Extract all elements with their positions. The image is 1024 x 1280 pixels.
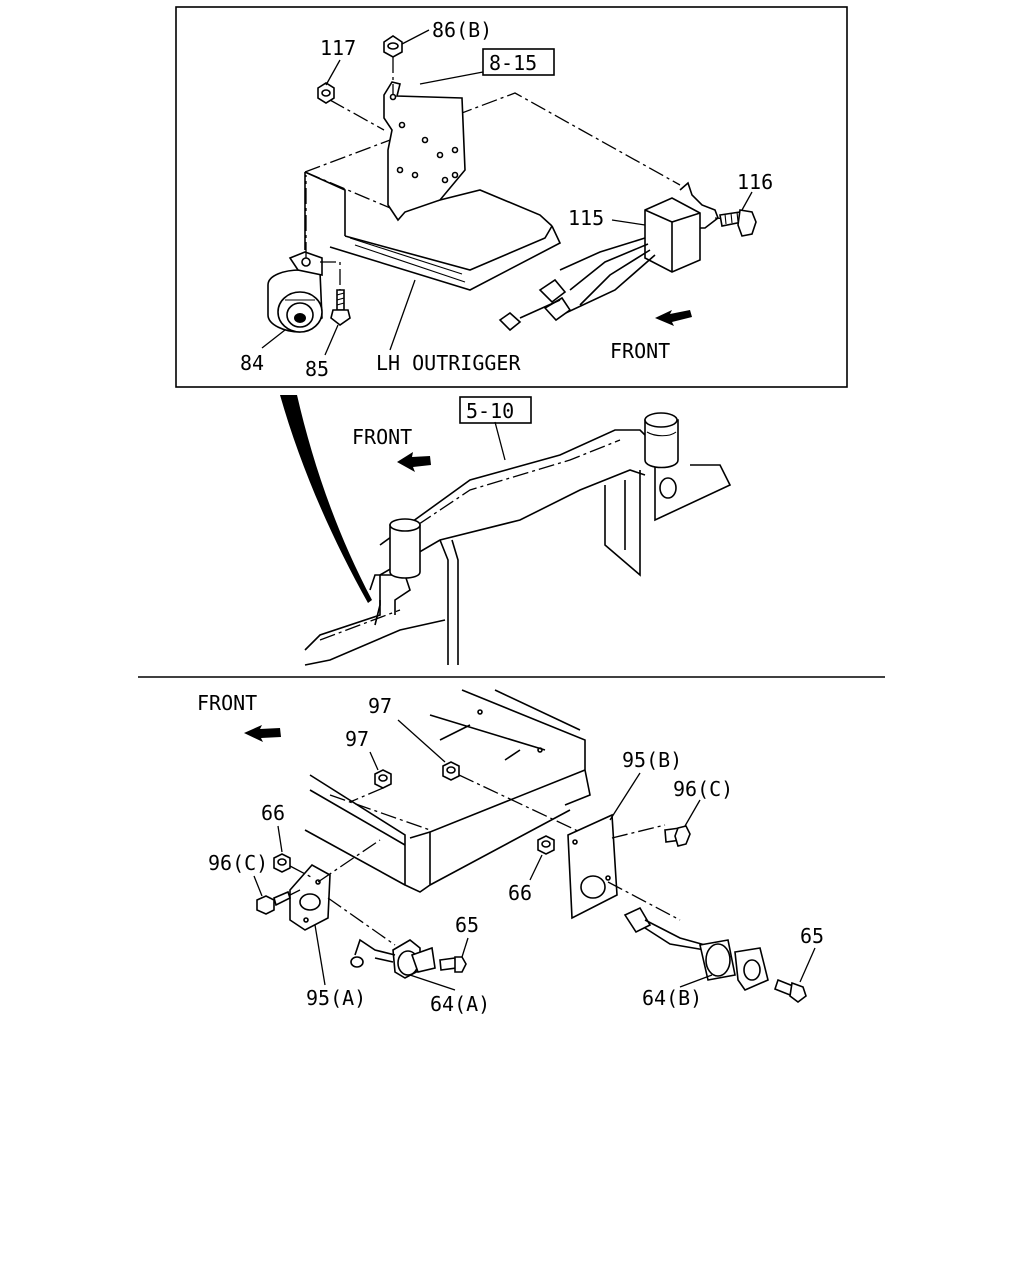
label-95a: 95(A) — [306, 986, 366, 1010]
nut-117 — [317, 82, 335, 104]
connector-64b — [623, 906, 769, 991]
label-front-top: FRONT — [610, 339, 670, 363]
label-65-right: 65 — [800, 924, 824, 948]
middle-overview-panel: 5-10 FRONT — [280, 395, 732, 666]
bracket-95a — [289, 839, 396, 946]
label-5-10: 5-10 — [466, 399, 514, 423]
bolt-96c-right — [664, 825, 691, 847]
label-84: 84 — [240, 351, 264, 375]
label-96c-left: 96(C) — [208, 851, 268, 875]
label-96c-right: 96(C) — [673, 777, 733, 801]
bracket-8-15 — [329, 81, 466, 222]
label-64b: 64(B) — [642, 986, 702, 1010]
detail-pointer — [280, 395, 372, 603]
bolt-85 — [330, 289, 351, 326]
label-97-upper: 97 — [368, 694, 392, 718]
mount-right — [644, 412, 679, 469]
label-front-bottom: FRONT — [197, 691, 257, 715]
relay-115 — [498, 181, 741, 332]
crossmember-5-10 — [304, 429, 732, 666]
nut-66-right — [537, 835, 555, 855]
bolt-116 — [719, 209, 757, 237]
label-117: 117 — [320, 36, 356, 60]
label-85: 85 — [305, 357, 329, 381]
label-front-middle: FRONT — [352, 425, 412, 449]
top-detail-panel: 117 86(B) 8-15 116 115 84 85 LH OUTRIGGE… — [175, 6, 848, 388]
label-86b: 86(B) — [432, 18, 492, 42]
nut-66-left — [273, 853, 314, 879]
ref-box-8-15 — [482, 48, 555, 76]
rear-frame-rail — [304, 689, 591, 893]
bolt-65-right — [774, 978, 807, 1003]
label-95b: 95(B) — [622, 748, 682, 772]
label-64a: 64(A) — [430, 992, 490, 1016]
mount-left — [389, 518, 421, 579]
label-66-left: 66 — [261, 801, 285, 825]
label-66-right: 66 — [508, 881, 532, 905]
front-arrow-top — [655, 310, 692, 326]
bolt-65-left — [439, 956, 467, 973]
front-arrow-bottom — [244, 725, 281, 742]
label-lh-outrigger: LH OUTRIGGER — [376, 351, 521, 375]
lh-outrigger-drawing — [304, 92, 681, 291]
bottom-detail-panel: FRONT 97 97 66 96(C) 95(A) 64(A) 65 95(B… — [197, 689, 824, 1016]
front-arrow-middle — [397, 452, 431, 472]
sensor-84 — [267, 175, 341, 333]
label-8-15: 8-15 — [489, 51, 537, 75]
label-65-left: 65 — [455, 913, 479, 937]
top-panel-frame — [175, 6, 848, 388]
label-116: 116 — [737, 170, 773, 194]
label-97-lower: 97 — [345, 727, 369, 751]
nut-86b — [383, 35, 403, 95]
bolt-96c-left — [256, 889, 301, 915]
label-115: 115 — [568, 206, 604, 230]
connector-64a — [350, 938, 436, 979]
nut-97-a — [349, 769, 392, 803]
bracket-95b — [567, 813, 681, 921]
ref-box-5-10 — [459, 396, 532, 424]
nut-97-b — [442, 761, 581, 833]
